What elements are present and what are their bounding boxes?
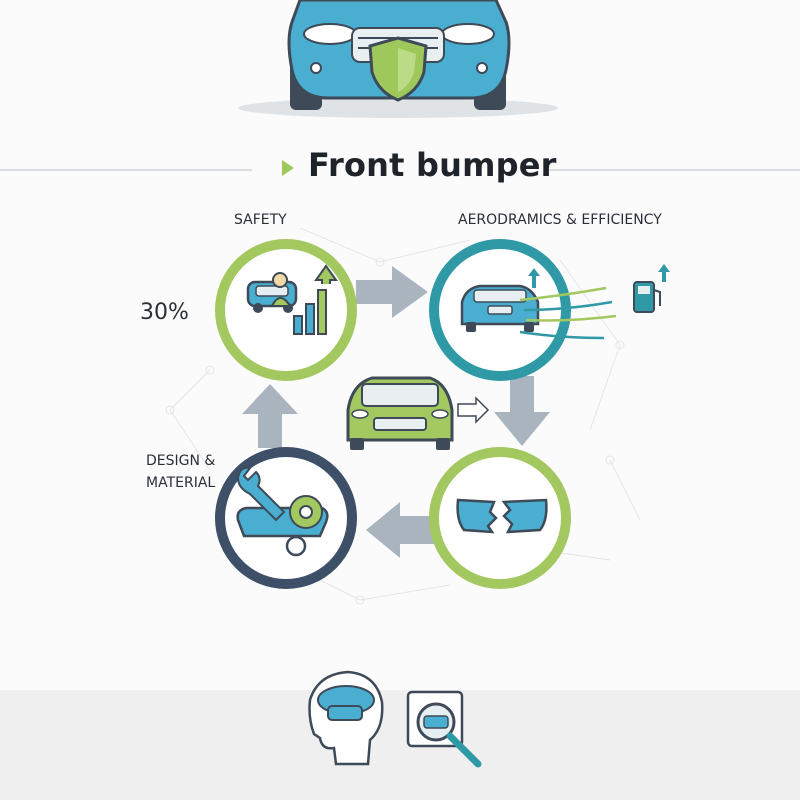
gear-icon [289, 495, 323, 529]
wrench-icon [236, 466, 307, 557]
fuel-pump-icon [633, 264, 670, 313]
bar-chart-icon [293, 264, 338, 335]
bumper-circle [429, 447, 571, 589]
arrow-left [366, 502, 434, 558]
arrow-up [242, 384, 298, 448]
aero-efficiency-label: AERODRAMICS & EFFICIENCY [458, 212, 662, 228]
arrow-right [356, 266, 428, 318]
page-title: Front bumper [308, 146, 557, 184]
magnifier-chip-icon [406, 690, 482, 768]
design-material-label: DESIGN & MATERIAL [146, 450, 215, 494]
center-car-illustration [346, 376, 454, 450]
design-label-line1: DESIGN & [146, 453, 216, 469]
cycle-arrows [242, 266, 550, 558]
arrow-down [494, 376, 550, 446]
aero-circle [429, 239, 571, 381]
bottom-band [0, 690, 800, 800]
design-label-line2: MATERIAL [146, 475, 216, 491]
shield-icon [368, 36, 428, 102]
play-arrow-icon [282, 160, 294, 176]
safety-circle [215, 239, 357, 381]
percent-label: 30% [140, 300, 189, 325]
small-arrow-icon [457, 396, 490, 424]
brain-icon [308, 670, 384, 766]
airflow-lines [519, 286, 617, 340]
safety-label: SAFETY [234, 212, 287, 228]
